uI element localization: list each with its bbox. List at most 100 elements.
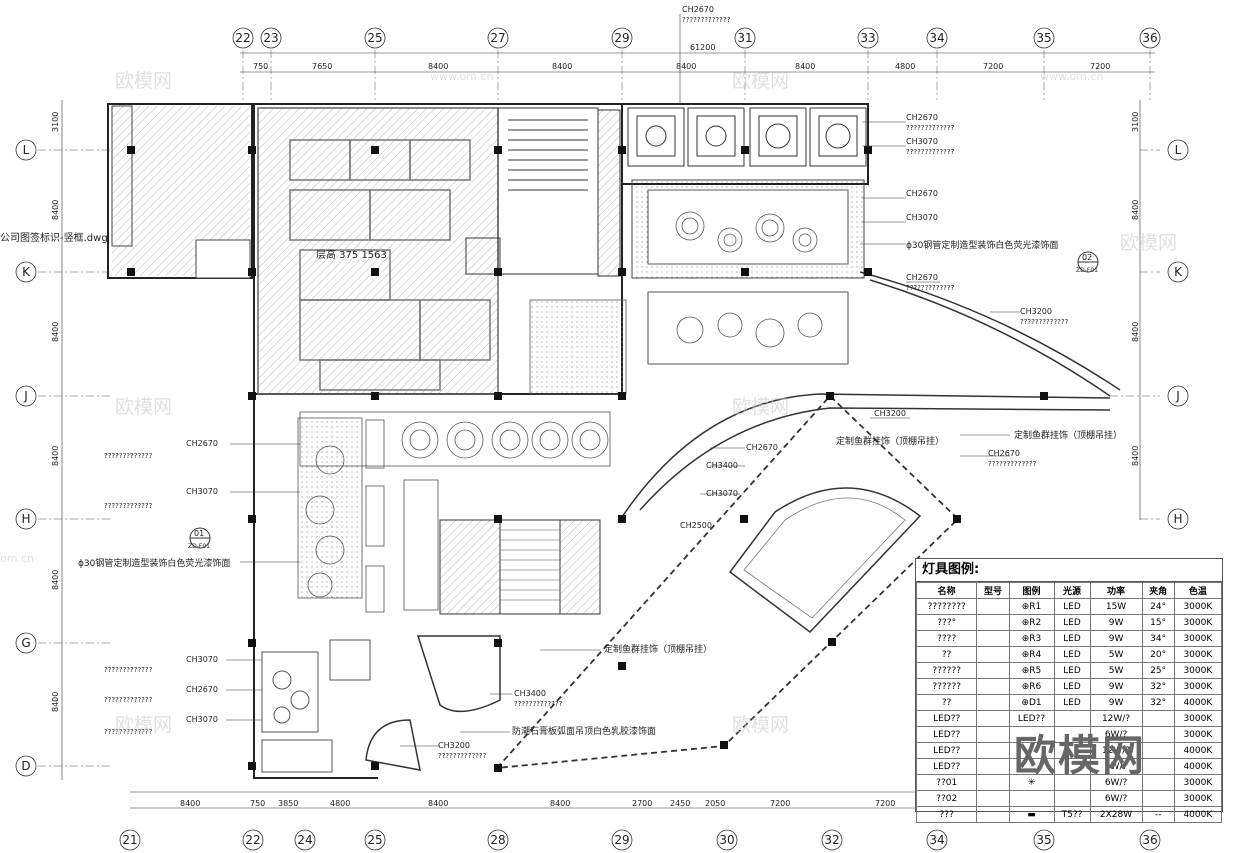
- ceiling-tag: CH2670: [906, 113, 938, 122]
- legend-cell: ⊕R2: [1008, 614, 1055, 631]
- legend-cell: ⊕R4: [1008, 646, 1055, 663]
- dim-bottom-6: 8400: [550, 799, 570, 808]
- lounge-polygon: [728, 487, 922, 634]
- grid-bubbles-bottom: [119, 829, 1161, 851]
- tag-subnote: ?????????????: [514, 700, 563, 708]
- legend-cell: [1141, 790, 1175, 807]
- watermark: 欧模网: [115, 396, 173, 418]
- tag-subnote: ?????????????: [682, 16, 731, 24]
- note-steel-pipe-left: ϕ30钢管定制造型装饰白色荧光漆饰面: [78, 557, 230, 569]
- section-mark-02: 02 ZD-F01: [1076, 251, 1099, 274]
- legend-cell: 3000K: [1173, 598, 1223, 615]
- grid-label-row: H: [21, 512, 30, 526]
- dim-left-1: 3100: [51, 112, 60, 132]
- legend-cell: 15°: [1141, 614, 1175, 631]
- legend-row: LED??12W/?4000K: [915, 742, 1223, 759]
- watermark: www.om.cn: [1040, 70, 1104, 83]
- section-mark-sheet: ZD-F01: [188, 543, 210, 550]
- top-dimensions: 750 7650 8400 8400 8400 8400 4800 7200 7…: [253, 43, 1110, 71]
- legend-cell: ⊕D1: [1008, 694, 1055, 711]
- legend-cell: [1008, 790, 1055, 807]
- dim-left-6: 8400: [51, 692, 60, 712]
- dim-left-5: 8400: [51, 570, 60, 590]
- legend-cell: [976, 774, 1010, 791]
- grid-label-row: K: [1174, 265, 1183, 279]
- legend-header: 功率: [1089, 582, 1143, 599]
- dim-bottom-8: 2450: [670, 799, 690, 808]
- legend-cell: ⊕R6: [1008, 678, 1055, 695]
- grid-label-bottom: 28: [490, 833, 505, 847]
- dim-right-3: 8400: [1131, 322, 1140, 342]
- legend-cell: 3000K: [1173, 774, 1223, 791]
- legend-cell: T5??: [1053, 806, 1091, 823]
- legend-cell: [976, 710, 1010, 727]
- callout-notes: ϕ30钢管定制造型装饰白色荧光漆饰面 ϕ30钢管定制造型装饰白色荧光漆饰面 定制…: [78, 239, 1122, 737]
- legend-cell: 20°: [1141, 646, 1175, 663]
- structural-columns: [127, 146, 1048, 772]
- legend-cell: ????????: [915, 598, 978, 615]
- tag-subnote: ?????????????: [104, 452, 153, 460]
- section-mark-sheet: ZD-F01: [1076, 267, 1098, 274]
- lower-left-rooms: [261, 639, 371, 773]
- ceiling-tag: CH3200: [438, 741, 470, 750]
- ceiling-tag: CH3070: [186, 487, 218, 496]
- watermark: 欧模网: [115, 714, 173, 736]
- grid-label-top: 33: [860, 31, 875, 45]
- legend-cell: 3000K: [1173, 646, 1223, 663]
- ceiling-tag: CH3070: [906, 213, 938, 222]
- ceiling-tag: CH2670: [186, 685, 218, 694]
- legend-cell: 4000K: [1173, 758, 1223, 775]
- grid-label-row: D: [21, 759, 30, 773]
- legend-cell: 34°: [1141, 630, 1175, 647]
- legend-cell: [976, 694, 1010, 711]
- legend-cell: 4000K: [1173, 694, 1223, 711]
- legend-cell: [976, 742, 1010, 759]
- legend-cell: 3000K: [1173, 790, 1223, 807]
- legend-header: 光源: [1053, 582, 1091, 599]
- legend-cell: 2X28W: [1089, 806, 1143, 823]
- grid-label-bottom: 32: [824, 833, 839, 847]
- legend-cell: [1141, 742, 1175, 759]
- legend-header: 名称: [915, 582, 978, 599]
- ceiling-tag: CH3070: [186, 715, 218, 724]
- dim-bottom-4: 4800: [330, 799, 350, 808]
- legend-cell: LED??: [915, 710, 978, 727]
- ceiling-tag: CH3200: [1020, 307, 1052, 316]
- tag-subnote: ?????????????: [104, 696, 153, 704]
- legend-cell: LED??: [915, 742, 978, 759]
- tag-subnote: ?????????????: [104, 502, 153, 510]
- tag-subnote: ?????????????: [988, 460, 1037, 468]
- legend-header-row: 名称 型号 图例 光源 功率 夹角 色温: [915, 582, 1223, 599]
- section-mark-num: 02: [1082, 253, 1092, 262]
- grid-label-top: 27: [490, 31, 505, 45]
- legend-cell: [1141, 758, 1175, 775]
- dim-bottom-3: 3850: [278, 799, 298, 808]
- legend-cell: [976, 630, 1010, 647]
- legend-cell: LED: [1053, 646, 1091, 663]
- legend-cell: [976, 806, 1010, 823]
- ceiling-tag: CH2670: [682, 5, 714, 14]
- watermark: 欧模网: [732, 714, 790, 736]
- dim-right-4: 8400: [1131, 446, 1140, 466]
- hanging-track: [494, 394, 960, 770]
- grid-label-top: 35: [1036, 31, 1051, 45]
- legend-cell: 6W/?: [1089, 790, 1143, 807]
- ceiling-tag: CH2670: [906, 273, 938, 282]
- dim-top-2: 7650: [312, 62, 332, 71]
- legend-row: ??01✳6W/?3000K: [915, 774, 1223, 791]
- grid-bubbles-top: [232, 27, 1161, 49]
- grid-label-row: L: [23, 143, 30, 157]
- legend-cell: ??????: [915, 662, 978, 679]
- legend-cell: 4000K: [1173, 742, 1223, 759]
- grid-bubbles-side: [15, 139, 1189, 777]
- grid-label-bottom: 21: [122, 833, 137, 847]
- grid-label-top: 36: [1142, 31, 1157, 45]
- dining-hall-ceiling: [631, 179, 865, 365]
- legend-cell: 3000K: [1173, 630, 1223, 647]
- tag-subnote: ?????????????: [906, 284, 955, 292]
